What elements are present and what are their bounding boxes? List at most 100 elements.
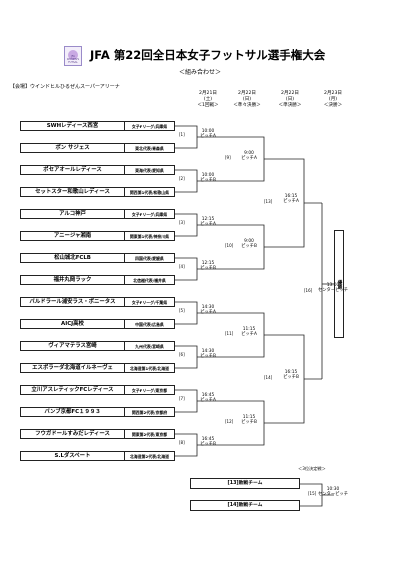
- match-number: [1]: [179, 132, 185, 137]
- column-header-quarter: 2月22日 (日) ＜準々決勝＞: [227, 91, 267, 109]
- team-name: アニージャ湘南: [20, 231, 125, 241]
- match-court: ピッチB: [200, 266, 216, 271]
- team-region: 関西第1代表/和歌山県: [125, 187, 175, 197]
- team-name: AICJ高校: [20, 319, 125, 329]
- team-region: 中国代表/広島県: [125, 319, 175, 329]
- jfa-logo: JFA WOMEN'S FUTSAL: [64, 46, 82, 66]
- team-name: ボン サジェス: [20, 143, 125, 153]
- team-region: 東海代表/愛知県: [125, 165, 175, 175]
- match-time-value: 14:30: [201, 349, 215, 354]
- team-name: ポセアオールレディース: [20, 165, 125, 175]
- match-court: ピッチA: [241, 156, 257, 161]
- team-name: フウガドールすみだレディース: [20, 429, 125, 439]
- match-court: ピッチA: [200, 134, 216, 139]
- match-number: [11]: [225, 331, 234, 336]
- column-day: (日): [242, 97, 252, 102]
- team-region: 北海道第2代表/北海道: [125, 451, 175, 461]
- match-number: [6]: [179, 352, 185, 357]
- match-number: [2]: [179, 176, 185, 181]
- match-time-value: 16:45: [201, 393, 215, 398]
- column-header-final: 2月23日 (月) ＜決勝＞: [313, 91, 353, 109]
- venue-label: 【会場】ウインドヒルひるぜんスーパーアリーナ: [10, 84, 120, 90]
- match-court: ピッチA: [200, 310, 216, 315]
- match-time-value: 11:15: [242, 327, 256, 332]
- column-round: ＜準決勝＞: [278, 103, 302, 108]
- team-region: 女子Fリーグ/兵庫県: [125, 121, 175, 131]
- column-round: ＜1回戦＞: [197, 103, 219, 108]
- match-court: ピッチB: [200, 178, 216, 183]
- column-day: (日): [285, 97, 295, 102]
- match-time-value: 9:00: [244, 151, 254, 156]
- column-date: 2月21日: [199, 91, 217, 96]
- team-name: セットスター和歌山レディース: [20, 187, 125, 197]
- match-time-value: 10:00: [201, 173, 215, 178]
- match-time-value: 11:15: [242, 415, 256, 420]
- team-name: エスポラーダ北海道イルネーヴェ: [20, 363, 125, 373]
- page-subtitle: ＜組み合わせ＞: [178, 69, 221, 76]
- column-day: (土): [203, 97, 213, 102]
- match-number: [10]: [225, 243, 234, 248]
- match-number: [4]: [179, 264, 185, 269]
- match-court: ピッチA: [200, 398, 216, 403]
- match-court: ピッチB: [241, 420, 257, 425]
- column-date: 2月22日: [238, 91, 256, 96]
- team-name: バンブ京都FC１９９３: [20, 407, 125, 417]
- logo-text: JFA WOMEN'S FUTSAL: [66, 55, 80, 64]
- column-round: ＜準々決勝＞: [233, 103, 261, 108]
- column-header-round1: 2月21日 (土) ＜1回戦＞: [188, 91, 228, 109]
- match-court: センターピッチ: [317, 492, 349, 497]
- match-time-value: 10:00: [201, 129, 215, 134]
- team-name: 松山城北FCLB: [20, 253, 125, 263]
- match-number: [15]: [308, 491, 317, 496]
- team-region: 北海道第1代表/北海道: [125, 363, 175, 373]
- match-number: [16]: [304, 288, 313, 293]
- column-header-semi: 2月22日 (日) ＜準決勝＞: [270, 91, 310, 109]
- match-court: ピッチB: [241, 244, 257, 249]
- team-name: バルドラール浦安ラス・ボニータス: [20, 297, 125, 307]
- match-number: [14]: [264, 375, 273, 380]
- team-region: 東北代表/青森県: [125, 143, 175, 153]
- team-region: 女子Fリーグ/東京都: [125, 385, 175, 395]
- team-region: 関東第1代表/神奈川県: [125, 231, 175, 241]
- team-region: 女子Fリーグ/兵庫県: [125, 209, 175, 219]
- match-court: ピッチB: [200, 442, 216, 447]
- team-region: 関東第2代表/東京都: [125, 429, 175, 439]
- match-court: ピッチB: [283, 375, 299, 380]
- match-time-value: 10:30: [326, 487, 340, 492]
- match-number: [13]: [264, 199, 273, 204]
- match-number: [7]: [179, 396, 185, 401]
- logo-emblem-icon: [68, 50, 78, 60]
- team-region: 関西第2代表/京都府: [125, 407, 175, 417]
- third-place-label: ＜3位決定戦＞: [298, 466, 326, 471]
- team-name: 福井丸岡ラック: [20, 275, 125, 285]
- team-name: 立川アスレティックFCレディース: [20, 385, 125, 395]
- match-court: ピッチA: [283, 199, 299, 204]
- third-place-team: [13]敗戦チーム: [190, 478, 300, 489]
- team-name: SWHレディース西宮: [20, 121, 125, 131]
- column-day: (月): [328, 97, 338, 102]
- match-number: [3]: [179, 220, 185, 225]
- team-region: 四国代表/愛媛県: [125, 253, 175, 263]
- match-time-value: 13:00: [326, 283, 340, 288]
- team-name: S.Lダスペート: [20, 451, 125, 461]
- team-region: 北信越代表/福井県: [125, 275, 175, 285]
- team-region: 九州代表/宮崎県: [125, 341, 175, 351]
- champion-box: 優勝: [334, 230, 344, 338]
- match-court: センターピッチ: [317, 288, 349, 293]
- match-time-value: 16:45: [201, 437, 215, 442]
- match-time-value: 16:15: [284, 194, 298, 199]
- match-number: [9]: [225, 155, 231, 160]
